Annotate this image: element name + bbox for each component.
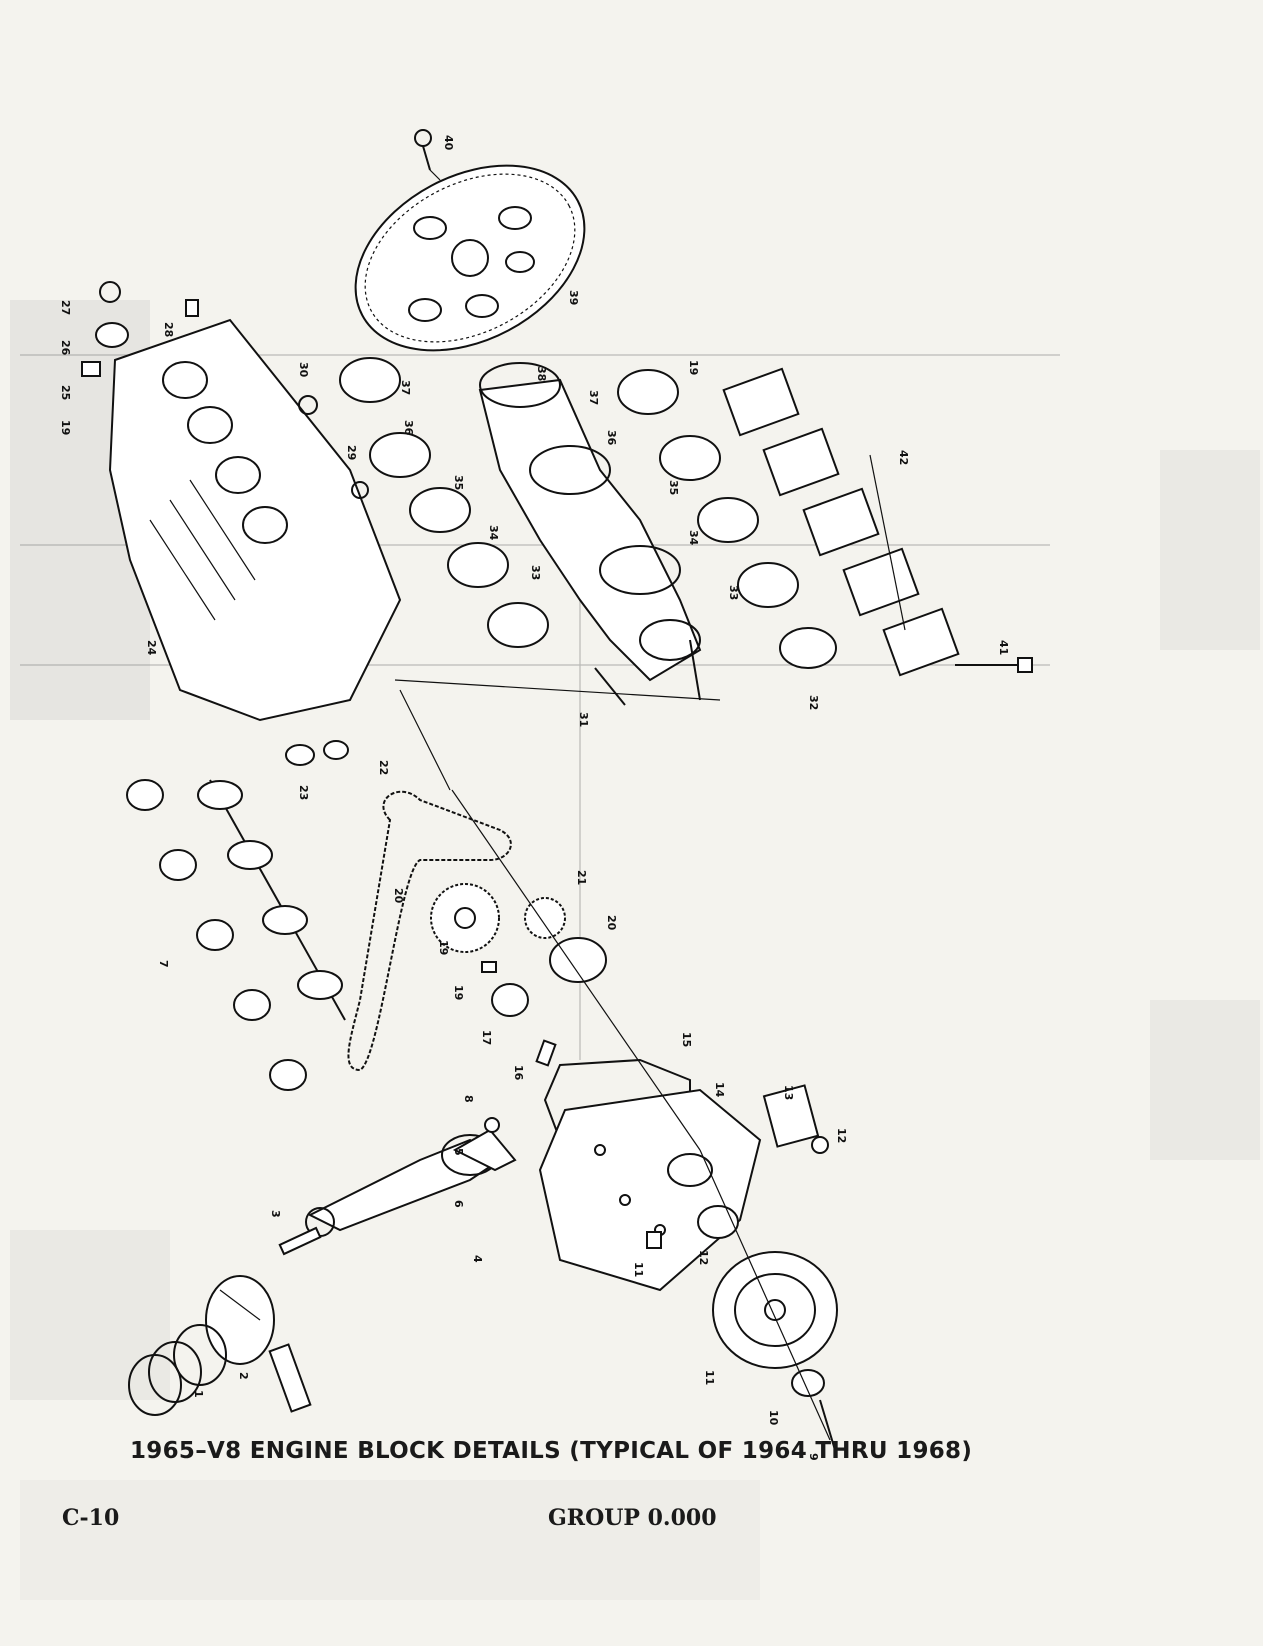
crankshaft-sprocket xyxy=(524,897,566,939)
callout-18: 17 xyxy=(480,1030,493,1045)
callout-37b: 35 xyxy=(667,480,680,495)
callout-35: 33 xyxy=(529,565,542,580)
figure-caption: 1965–V8 ENGINE BLOCK DETAILS (TYPICAL OF… xyxy=(130,1438,973,1464)
callout-11: 11 xyxy=(703,1370,716,1385)
crankshaft xyxy=(478,362,702,701)
main-cap-bolt xyxy=(955,657,1033,673)
callout-27: 25 xyxy=(59,385,72,400)
callout-16: 15 xyxy=(680,1032,693,1047)
vibration-damper xyxy=(712,1251,838,1369)
engine-block xyxy=(108,318,402,722)
page-number: C-10 xyxy=(62,1505,120,1531)
callout-4: 4 xyxy=(471,1255,484,1263)
callout-15: 14 xyxy=(713,1082,726,1098)
seal-13 xyxy=(697,1205,739,1239)
callout-21: 20 xyxy=(392,888,405,904)
piston-pin xyxy=(268,1343,312,1413)
block-fittings xyxy=(81,281,369,766)
upper-main-bearings xyxy=(339,357,549,648)
callout-22: 20 xyxy=(605,915,618,931)
callout-19b: 19 xyxy=(59,420,72,435)
callout-38: 36 xyxy=(402,420,415,436)
callout-29: 27 xyxy=(59,300,72,315)
callout-36: 34 xyxy=(487,525,500,541)
rod-cap xyxy=(452,1128,517,1172)
callout-40: 38 xyxy=(535,366,548,381)
rod-nut xyxy=(484,1117,500,1133)
timing-cover xyxy=(538,1088,762,1292)
callout-20: 19 xyxy=(437,940,450,955)
callout-33: 31 xyxy=(577,712,590,727)
callout-1: 1 xyxy=(192,1390,205,1398)
flywheel-bolt xyxy=(414,129,432,171)
rod-bolt xyxy=(278,1226,322,1256)
main-bearing-caps xyxy=(722,367,960,677)
callout-32: 30 xyxy=(297,362,310,378)
bolt-12 xyxy=(811,1136,829,1154)
lower-main-bearings xyxy=(617,369,837,669)
callout-9: 9 xyxy=(807,1453,820,1461)
oil-slinger xyxy=(549,937,607,983)
callout-39b: 37 xyxy=(587,390,600,405)
piston-rings xyxy=(128,1324,227,1416)
piston xyxy=(205,1275,275,1365)
group-label: GROUP 0.000 xyxy=(548,1505,717,1531)
callout-8: 8 xyxy=(462,1095,475,1103)
callout-30: 28 xyxy=(162,322,175,337)
bolt-12b xyxy=(646,1231,662,1249)
callout-25: 23 xyxy=(297,785,310,800)
callout-3: 3 xyxy=(269,1210,282,1218)
dowel-pin xyxy=(594,667,626,706)
fuel-pump-eccentric xyxy=(481,961,497,973)
callout-7: 7 xyxy=(157,960,170,968)
callout-42: 40 xyxy=(442,135,455,151)
scan-noise xyxy=(10,300,1260,1600)
callout-31: 29 xyxy=(345,445,358,460)
callout-14: 13 xyxy=(782,1085,795,1100)
damper-bolt xyxy=(819,1399,836,1451)
callout-26: 24 xyxy=(145,640,158,656)
leader-lines xyxy=(394,169,831,1441)
callout-41: 39 xyxy=(567,290,580,305)
callout-38b: 36 xyxy=(605,430,618,446)
callout-44: 42 xyxy=(897,450,910,465)
callout-37: 35 xyxy=(452,475,465,490)
callout-39: 37 xyxy=(399,380,412,395)
callout-6: 6 xyxy=(452,1200,465,1208)
callout-2: 2 xyxy=(237,1372,250,1380)
callout-5: 5 xyxy=(452,1148,465,1156)
camshaft-sprocket xyxy=(430,883,500,953)
callout-43: 41 xyxy=(997,640,1010,655)
timing-chain xyxy=(347,790,512,1072)
damper-washer xyxy=(791,1369,825,1397)
flywheel xyxy=(354,164,586,352)
callout-10: 10 xyxy=(767,1410,780,1426)
callout-17: 16 xyxy=(512,1065,525,1081)
callout-28: 26 xyxy=(59,340,72,356)
fuel-pump xyxy=(762,1084,820,1148)
callout-19c: 19 xyxy=(452,985,465,1000)
sprocket-washer xyxy=(491,983,529,1017)
callout-labels: 40 39 38 37 37 36 36 35 35 34 34 33 33 3… xyxy=(59,135,1010,1461)
callout-35b: 33 xyxy=(727,585,740,600)
callout-12b: 11 xyxy=(632,1262,645,1277)
camshaft xyxy=(197,779,346,1021)
callout-19a: 19 xyxy=(687,360,700,375)
callout-23: 21 xyxy=(575,870,588,885)
callout-12a: 12 xyxy=(835,1128,848,1143)
callout-34: 32 xyxy=(807,695,820,710)
fitting-17 xyxy=(535,1039,557,1067)
callout-36b: 34 xyxy=(687,530,700,546)
callout-13: 12 xyxy=(697,1250,710,1265)
camshaft-bearings xyxy=(126,779,307,1091)
callout-24: 22 xyxy=(377,760,390,775)
